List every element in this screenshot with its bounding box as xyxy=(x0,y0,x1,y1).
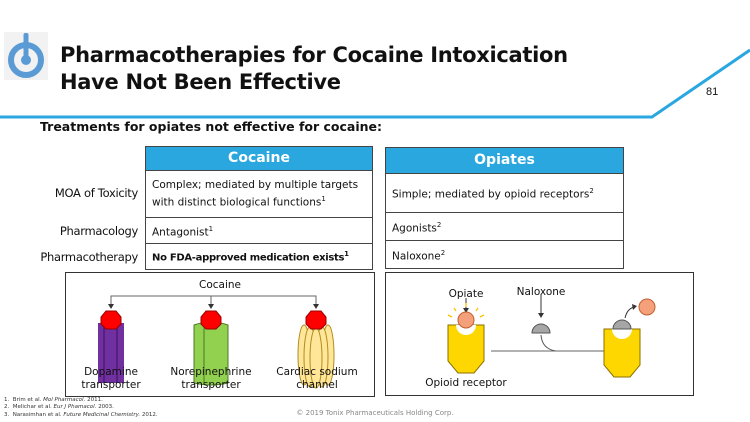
target-dopamine: Dopamine transporter xyxy=(81,366,141,391)
opiate-molecule-icon xyxy=(457,311,475,329)
page-number: 81 xyxy=(706,86,719,98)
opiates-header: Opiates xyxy=(386,148,623,174)
title-line-2: Have Not Been Effective xyxy=(60,70,341,94)
naloxone-molecule-icon xyxy=(531,323,551,334)
header-decoration xyxy=(0,32,750,119)
title-line-1: Pharmacotherapies for Cocaine Intoxicati… xyxy=(60,43,568,67)
cocaine-molecule-icons xyxy=(100,310,327,330)
receptor-right-icon xyxy=(603,319,641,378)
cocaine-moa: Complex; mediated by multiple targets wi… xyxy=(152,179,359,209)
page-title: Pharmacotherapies for Cocaine Intoxicati… xyxy=(60,42,568,96)
target-norepinephrine: Norepinephrine transporter xyxy=(170,366,252,391)
footnotes: 1. Brim et al. Mol Pharmacol. 2011. 2. M… xyxy=(4,397,158,419)
cocaine-diagram-label: Cocaine xyxy=(199,279,241,291)
footnote: 3. Narasimhan et al. Future Medicinal Ch… xyxy=(4,411,158,418)
dopamine-transporter-icon xyxy=(98,323,124,383)
opiates-table: Opiates Simple; mediated by opioid recep… xyxy=(385,147,624,269)
row-label-moa: MOA of Toxicity xyxy=(54,186,138,200)
opioid-receptor-diagram: Opiate Naloxone Opioid receptor xyxy=(385,272,694,396)
cocaine-pharmacotherapy: No FDA-approved medication exists1 xyxy=(152,250,349,264)
section-subtitle: Treatments for opiates not effective for… xyxy=(40,119,383,134)
copyright: © 2019 Tonix Pharmaceuticals Holding Cor… xyxy=(296,409,454,417)
receptor-left-icon xyxy=(447,324,485,374)
row-label-pharmacotherapy: Pharmacotherapy xyxy=(40,250,138,264)
activation-rays-icon xyxy=(447,303,485,318)
sodium-channel-icon xyxy=(297,324,335,389)
footnote: 2. Melichar et al. Eur J Phamacol. 2003. xyxy=(4,404,114,411)
logo-icon xyxy=(4,32,48,80)
opioid-receptor-label: Opioid receptor xyxy=(425,377,507,389)
header-rule xyxy=(0,48,750,119)
opiate-label: Opiate xyxy=(448,288,484,300)
cocaine-pharmacology: Antagonist1 xyxy=(152,224,214,239)
cocaine-header: Cocaine xyxy=(146,147,372,171)
naloxone-label: Naloxone xyxy=(516,286,566,298)
target-sodium-channel: Cardiac sodium channel xyxy=(276,366,358,391)
opioid-receptor-graphic xyxy=(447,295,656,378)
opiates-moa: Simple; mediated by opioid receptors2 xyxy=(392,187,594,201)
row-label-pharmacology: Pharmacology xyxy=(59,224,138,238)
opiates-pharmacotherapy: Naloxone2 xyxy=(392,248,446,263)
displaced-opiate-icon xyxy=(638,298,656,316)
cocaine-targets-graphic xyxy=(98,295,335,389)
footnote: 1. Brim et al. Mol Pharmacol. 2011. xyxy=(4,397,103,403)
opiates-pharmacology: Agonists2 xyxy=(392,220,442,235)
cocaine-table: Cocaine Complex; mediated by multiple ta… xyxy=(145,146,373,270)
cocaine-targets-diagram: Cocaine Dopamine transporter Norepinephr… xyxy=(65,272,375,397)
